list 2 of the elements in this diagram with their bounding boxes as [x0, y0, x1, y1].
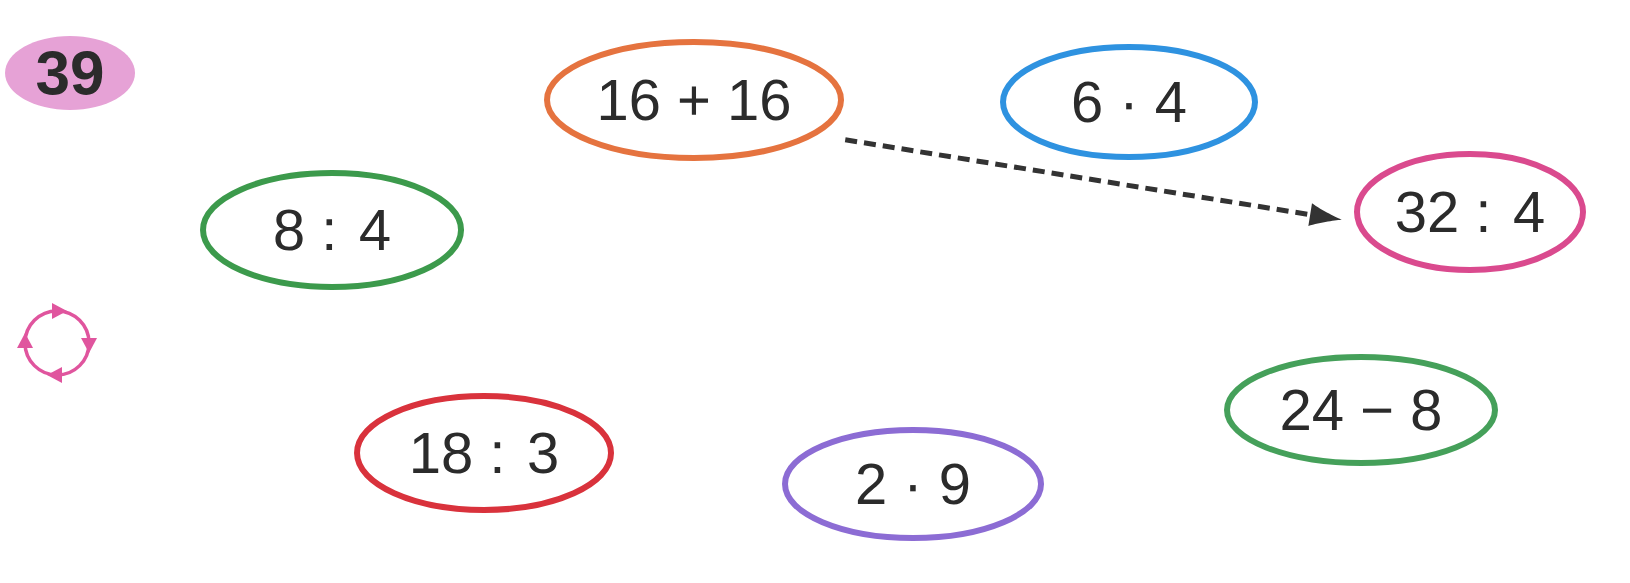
number-badge: 39 — [5, 36, 135, 110]
arrow — [844, 137, 1342, 227]
